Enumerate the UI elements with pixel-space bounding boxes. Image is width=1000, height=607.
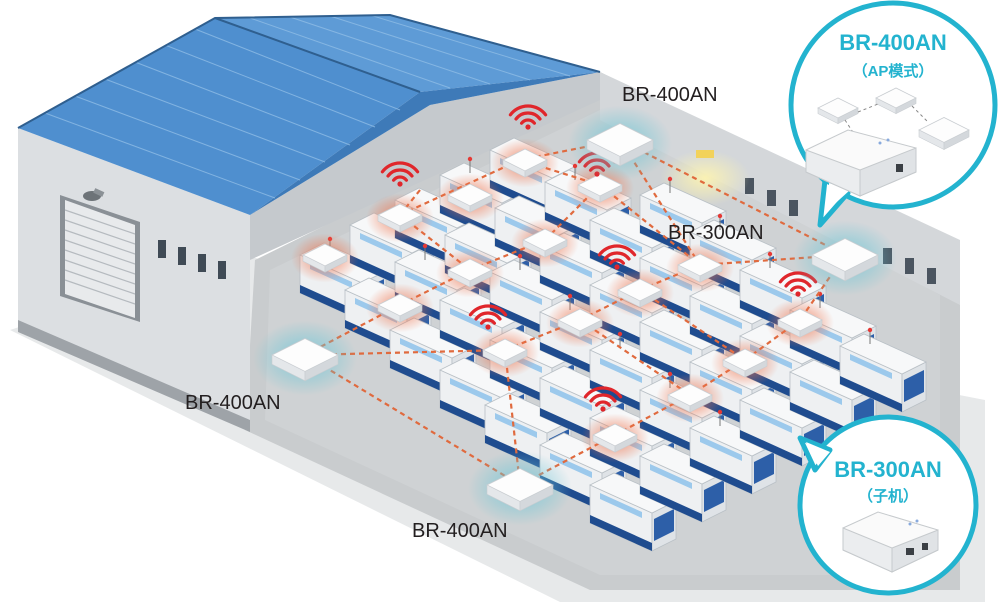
wifi-signal-icon xyxy=(508,104,548,130)
machine-unit xyxy=(639,443,727,523)
router-device-icon xyxy=(842,511,939,573)
client-device-icon xyxy=(366,193,434,243)
label-ap-left: BR-400AN xyxy=(185,392,281,414)
small-router-icon xyxy=(817,97,859,125)
client-device-icon xyxy=(666,243,734,293)
link-line xyxy=(619,139,701,266)
client-device-icon xyxy=(471,328,539,378)
access-point-icon xyxy=(253,320,357,396)
callout-client-mode xyxy=(797,414,979,596)
client-device-icon xyxy=(511,218,579,268)
access-points xyxy=(253,105,897,526)
callout-ap-title: BR-400AN xyxy=(839,30,947,55)
warehouse-roof xyxy=(17,13,601,215)
client-device-icon xyxy=(436,173,504,223)
callout-ap-subtitle: （AP模式） xyxy=(852,63,934,80)
callout-link xyxy=(911,105,929,123)
wifi-signal-icon xyxy=(468,304,508,330)
client-device-icon xyxy=(581,413,649,463)
small-router-icon xyxy=(875,87,917,115)
access-point-icon xyxy=(568,105,672,181)
router-device-icon xyxy=(805,129,917,197)
left-wall-base xyxy=(18,320,250,432)
gable-wall xyxy=(250,72,600,260)
machine-unit xyxy=(589,472,677,552)
access-point-icon xyxy=(793,220,897,296)
garage-door xyxy=(60,195,140,322)
callout-client-title: BR-300AN xyxy=(834,457,942,482)
label-ap-bottom: BR-400AN xyxy=(412,520,508,542)
machine-unit xyxy=(839,327,927,413)
access-point-icon xyxy=(468,450,572,526)
callout-client-subtitle: （子机） xyxy=(857,488,918,505)
client-device-icon xyxy=(546,298,614,348)
client-device-icon xyxy=(491,138,559,188)
wifi-signal-icon xyxy=(597,244,637,270)
label-client-mid: BR-300AN xyxy=(668,222,764,244)
client-device-icon xyxy=(606,268,674,318)
client-device-icon xyxy=(656,373,724,423)
client-device-icon xyxy=(766,298,834,348)
client-device-icon xyxy=(291,233,359,283)
client-device-icon xyxy=(366,283,434,333)
small-router-icon xyxy=(918,117,970,150)
wifi-signal-icon xyxy=(583,386,623,412)
callout-ap-mode xyxy=(788,0,998,228)
wifi-signal-icon xyxy=(380,161,420,187)
left-wall-windows xyxy=(158,240,226,279)
wall-lamp xyxy=(696,150,714,158)
client-device-icon xyxy=(711,338,779,388)
client-device-icon xyxy=(436,248,504,298)
label-ap-top: BR-400AN xyxy=(622,84,718,106)
security-camera-icon xyxy=(83,188,105,201)
